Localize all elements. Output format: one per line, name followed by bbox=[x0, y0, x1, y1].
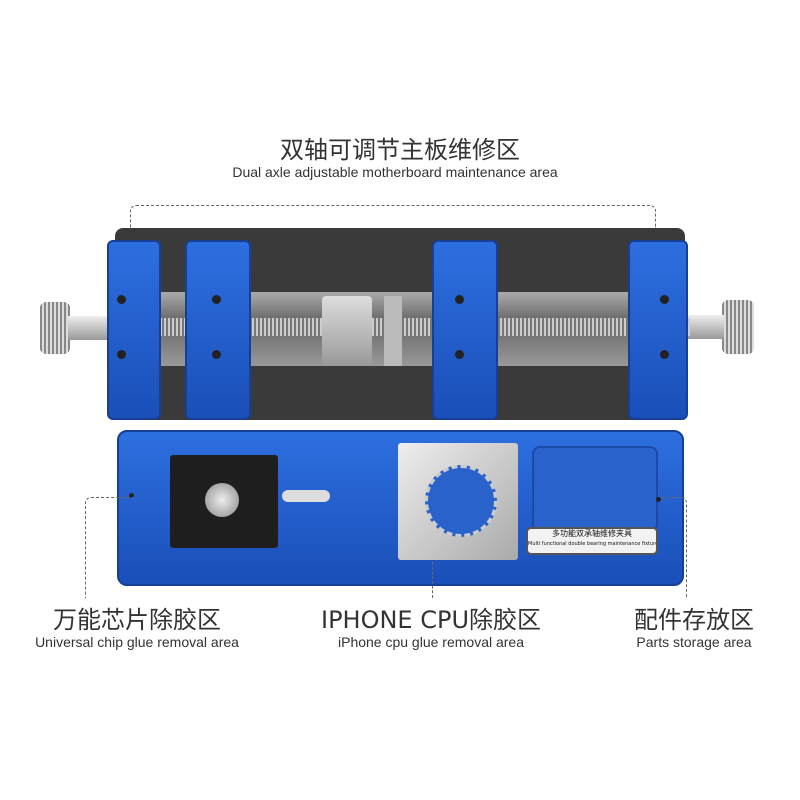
right-knob[interactable] bbox=[722, 300, 754, 354]
top-bracket bbox=[130, 205, 656, 228]
label-cpu-cn: IPHONE CPU除胶区 bbox=[320, 606, 542, 634]
parts-tray[interactable] bbox=[532, 446, 658, 532]
title-cn: 双轴可调节主板维修区 bbox=[280, 136, 520, 164]
clamp-right-end[interactable] bbox=[628, 240, 688, 420]
sticker-en: Multi functional double bearing maintena… bbox=[528, 541, 656, 547]
label-chip-cn: 万能芯片除胶区 bbox=[53, 606, 221, 634]
clamp-left-end[interactable] bbox=[107, 240, 161, 420]
label-cpu-en: iPhone cpu glue removal area bbox=[337, 634, 525, 650]
label-chip-en: Universal chip glue removal area bbox=[35, 634, 239, 650]
clamp-right[interactable] bbox=[432, 240, 498, 420]
clamp-left[interactable] bbox=[185, 240, 251, 420]
sticker: 多功能双承轴维修夹具 Multi functional double beari… bbox=[526, 527, 658, 555]
label-parts-cn: 配件存放区 bbox=[634, 606, 754, 634]
sticker-cn: 多功能双承轴维修夹具 bbox=[552, 529, 632, 538]
title-en: Dual axle adjustable motherboard mainten… bbox=[232, 164, 558, 180]
left-knob[interactable] bbox=[40, 302, 70, 354]
thumb-screw[interactable] bbox=[205, 483, 239, 517]
label-parts-en: Parts storage area bbox=[636, 634, 752, 650]
